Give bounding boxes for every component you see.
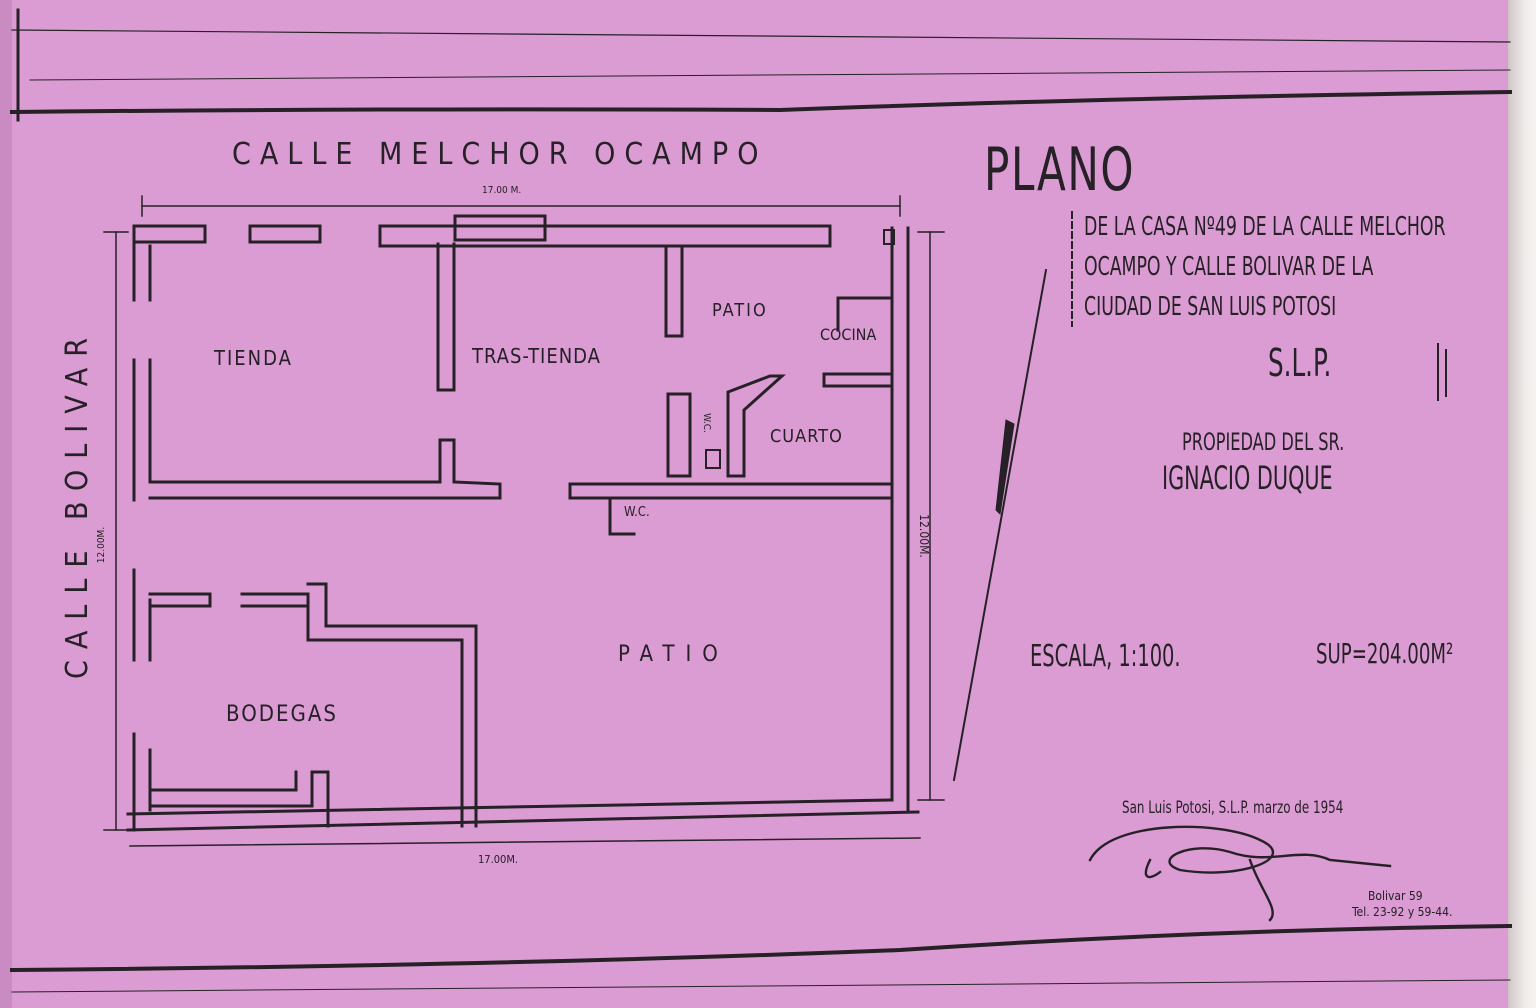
dimension-left: 12.00M. <box>96 526 108 564</box>
dimension-top: 17.00 M. <box>482 185 522 196</box>
place-and-date: San Luis Potosi, S.L.P. marzo de 1954 <box>1122 798 1344 818</box>
room-label-cocina: COCINA <box>820 325 877 344</box>
room-label-wc: W.C. <box>624 505 650 520</box>
room-label-trastienda: TRAS-TIENDA <box>472 344 601 368</box>
owner-name: IGNACIO DUQUE <box>1162 459 1333 497</box>
room-label-tienda: TIENDA <box>214 346 293 370</box>
bottom-border-line <box>9 923 1513 973</box>
wall-bodegas-column <box>306 582 478 828</box>
dimension-bottom: 17.00M. <box>478 853 519 866</box>
scale-label: ESCALA, 1:100. <box>1030 639 1181 674</box>
wall-cuarto <box>726 374 786 478</box>
bottom-thin-line <box>11 979 1511 993</box>
room-label-patio: PATIO <box>618 642 729 667</box>
wc-fixture <box>705 449 721 469</box>
room-label-wc-small: W.C. <box>700 413 712 433</box>
plan-description-line-3: CIUDAD DE SAN LUIS POTOSI <box>1084 292 1337 322</box>
dimension-right: 12.00M. <box>916 514 931 558</box>
phone-label: Tel. 23-92 y 59-44. <box>1352 905 1453 919</box>
outer-wall-right <box>890 226 910 812</box>
wall-wc-small <box>666 392 692 478</box>
wall-tienda-bottom <box>148 438 502 500</box>
surface-area-label: SUP=204.00M² <box>1316 637 1454 670</box>
sheet-left-edge <box>0 0 12 1008</box>
state-abbreviation: S.L.P. <box>1268 341 1332 385</box>
top-border-line <box>9 89 1513 115</box>
dim-line-bottom <box>129 837 921 847</box>
plan-description-line-1: DE LA CASA Nº49 DE LA CALLE MELCHOR <box>1084 212 1446 242</box>
top-thin-line <box>11 29 1511 43</box>
wall-patio-divider <box>664 244 684 338</box>
wall-tienda-divider <box>436 242 456 392</box>
cocina-corner <box>883 229 895 245</box>
wall-bodegas-lower <box>148 770 330 828</box>
signature <box>1088 825 1392 922</box>
street-name-top: CALLE MELCHOR OCAMPO <box>232 137 768 172</box>
outer-wall-top <box>132 224 832 248</box>
outer-wall-left <box>132 224 152 832</box>
owner-label: PROPIEDAD DEL SR. <box>1182 428 1345 456</box>
room-label-cuarto: CUARTO <box>770 426 843 447</box>
street-name-side: CALLE BOLIVAR <box>60 327 95 679</box>
wall-wc-lower <box>608 496 636 536</box>
outer-wall-bottom <box>126 798 920 832</box>
room-label-bodegas: BODEGAS <box>226 702 338 727</box>
plan-title: PLANO <box>984 135 1136 205</box>
wall-middle <box>568 482 894 500</box>
room-label-patio-small: PATIO <box>712 300 768 321</box>
top-thin-line-2 <box>29 69 1511 81</box>
outer-wall-top-block <box>453 214 547 242</box>
wall-bodegas-upper <box>148 592 310 608</box>
plan-description-line-2: OCAMPO Y CALLE BOLIVAR DE LA <box>1084 252 1374 282</box>
address-label: Bolivar 59 <box>1368 889 1423 903</box>
wall-cocina <box>822 296 894 388</box>
sheet-right-edge <box>1508 0 1536 1008</box>
north-arrow <box>952 268 1048 782</box>
